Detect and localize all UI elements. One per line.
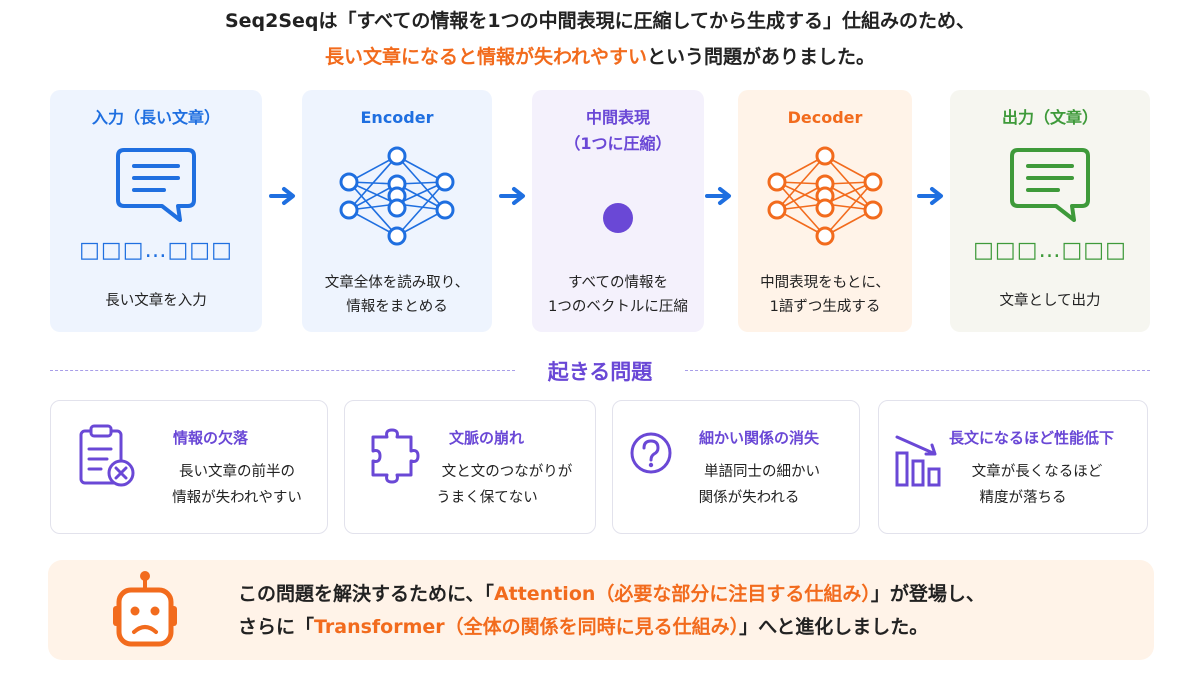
transformer-highlight: Transformer（全体の関係を同時に見る仕組み） <box>314 616 740 638</box>
sad-robot-icon <box>113 571 177 647</box>
input-card-title: 入力（長い文章） <box>91 108 220 127</box>
header: Seq2Seqは「すべての情報を1つの中間表現に圧縮してから生成する」仕組みのた… <box>0 8 1200 70</box>
middle-representation-card: 中間表現 （1つに圧縮） すべての情報を 1つのベクトルに圧縮 <box>532 90 704 332</box>
puzzle-icon <box>371 428 420 484</box>
solution-line-2-post: 」へと進化しました。 <box>739 616 929 638</box>
encoder-card-title: Encoder <box>360 108 434 127</box>
middle-card-title-2: （1つに圧縮） <box>564 134 672 153</box>
solution-line-2-pre: さらに「 <box>238 616 315 638</box>
header-line-2: 長い文章になると情報が失われやすいという問題がありました。 <box>0 44 1200 70</box>
problem-desc-line-2: 情報が失われやすい <box>172 490 302 506</box>
declining-bar-chart-icon <box>895 435 941 487</box>
problem-title: 文脈の崩れ <box>449 429 525 447</box>
encoder-desc-line-1: 文章全体を読み取り、 <box>324 275 470 291</box>
solution-text: この問題を解決するために、「Attention（必要な部分に注目する仕組み）」が… <box>238 578 985 644</box>
encoder-desc-line-2: 情報をまとめる <box>346 299 448 315</box>
question-circle-icon <box>630 432 672 474</box>
divider-line-right <box>685 370 1150 371</box>
problem-title: 情報の欠落 <box>173 429 249 447</box>
problem-desc-line-2: うまく保てない <box>436 490 538 506</box>
problem-card: 情報の欠落 長い文章の前半の 情報が失われやすい <box>50 400 328 534</box>
problem-desc-line-1: 文と文のつながりが <box>441 464 573 480</box>
document-chat-icon <box>116 148 196 222</box>
arrow-right-icon <box>917 187 943 205</box>
problem-card: 細かい関係の消失 単語同士の細かい 関係が失われる <box>612 400 860 534</box>
decoder-desc-line-2: 1語ずつ生成する <box>769 299 881 315</box>
problems-section-title: 起きる問題 <box>547 360 653 384</box>
header-line-1: Seq2Seqは「すべての情報を1つの中間表現に圧縮してから生成する」仕組みのた… <box>224 10 976 32</box>
problem-desc-line-2: 関係が失われる <box>698 490 800 506</box>
middle-desc-line-1: すべての情報を <box>568 275 668 291</box>
problem-desc-line-1: 単語同士の細かい <box>704 464 820 480</box>
neural-network-icon <box>767 146 883 246</box>
problem-desc-line-1: 文章が長くなるほど <box>971 464 1103 480</box>
arrow-right-icon <box>499 187 525 205</box>
input-token-boxes: □□□…□□□ <box>79 238 233 263</box>
header-line-2-rest: という問題がありました。 <box>647 46 876 68</box>
vector-dot-icon <box>603 203 633 233</box>
input-card: 入力（長い文章） □□□…□□□ 長い文章を入力 <box>50 90 262 332</box>
document-chat-icon <box>1010 148 1090 222</box>
header-highlight: 長い文章になると情報が失われやすい <box>324 46 648 68</box>
output-card-desc: 文章として出力 <box>999 293 1101 309</box>
solution-line-2: さらに「Transformer（全体の関係を同時に見る仕組み）」へと進化しました… <box>238 611 985 644</box>
output-card-title: 出力（文章） <box>1001 108 1098 127</box>
solution-banner: この問題を解決するために、「Attention（必要な部分に注目する仕組み）」が… <box>48 560 1154 660</box>
output-card: 出力（文章） □□□…□□□ 文章として出力 <box>950 90 1150 332</box>
problem-title: 長文になるほど性能低下 <box>949 429 1115 447</box>
encoder-card: Encoder 文章全体を読み取り、 情報をまとめる <box>302 90 492 332</box>
attention-highlight: Attention（必要な部分に注目する仕組み） <box>493 583 871 605</box>
decoder-desc-line-1: 中間表現をもとに、 <box>760 275 890 291</box>
arrow-right-icon <box>269 187 295 205</box>
solution-line-1-pre: この問題を解決するために、「 <box>238 583 494 605</box>
solution-line-1: この問題を解決するために、「Attention（必要な部分に注目する仕組み）」が… <box>238 578 985 611</box>
solution-line-1-post: 」が登場し、 <box>870 583 985 605</box>
problem-card: 長文になるほど性能低下 文章が長くなるほど 精度が落ちる <box>878 400 1148 534</box>
problem-desc-line-1: 長い文章の前半の <box>179 464 295 480</box>
middle-desc-line-2: 1つのベクトルに圧縮 <box>548 299 688 315</box>
problem-title: 細かい関係の消失 <box>699 429 820 447</box>
decoder-card: Decoder 中間表現をもとに、 1語ずつ生成する <box>738 90 912 332</box>
middle-card-title-1: 中間表現 <box>585 108 650 127</box>
output-token-boxes: □□□…□□□ <box>973 238 1127 263</box>
divider-line-left <box>50 370 515 371</box>
input-card-desc: 長い文章を入力 <box>105 293 207 309</box>
neural-network-icon <box>339 146 455 246</box>
decoder-card-title: Decoder <box>787 108 863 127</box>
problem-desc-line-2: 精度が落ちる <box>979 490 1067 506</box>
arrow-right-icon <box>705 187 731 205</box>
clipboard-x-icon <box>79 424 135 487</box>
problem-card: 文脈の崩れ 文と文のつながりが うまく保てない <box>344 400 596 534</box>
